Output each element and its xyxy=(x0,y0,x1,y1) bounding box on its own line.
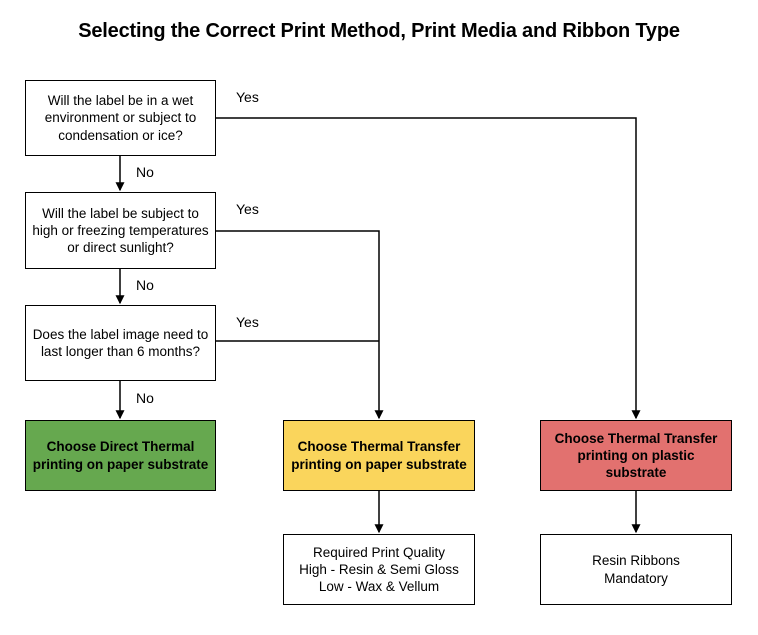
node-choose-thermal-transfer-paper[interactable]: Choose Thermal Transfer printing on pape… xyxy=(283,420,475,491)
edge-label-q3-no: No xyxy=(136,390,154,406)
node-question-wet-environment[interactable]: Will the label be in a wet environment o… xyxy=(25,80,216,156)
edge-label-q3-yes: Yes xyxy=(236,314,259,330)
node-question-durability-6-months[interactable]: Does the label image need to last longer… xyxy=(25,305,216,381)
node-choose-direct-thermal-paper[interactable]: Choose Direct Thermal printing on paper … xyxy=(25,420,216,491)
node-required-print-quality[interactable]: Required Print Quality High - Resin & Se… xyxy=(283,534,475,605)
node-question-temperature-sunlight[interactable]: Will the label be subject to high or fre… xyxy=(25,192,216,269)
node-choose-thermal-transfer-plastic[interactable]: Choose Thermal Transfer printing on plas… xyxy=(540,420,732,491)
edge-label-q1-yes: Yes xyxy=(236,89,259,105)
edge-label-q2-no: No xyxy=(136,277,154,293)
node-resin-ribbons-mandatory[interactable]: Resin Ribbons Mandatory xyxy=(540,534,732,605)
edge-q1-yes xyxy=(216,117,641,420)
edge-label-q1-no: No xyxy=(136,164,154,180)
edge-label-q2-yes: Yes xyxy=(236,201,259,217)
page-title: Selecting the Correct Print Method, Prin… xyxy=(78,20,680,42)
